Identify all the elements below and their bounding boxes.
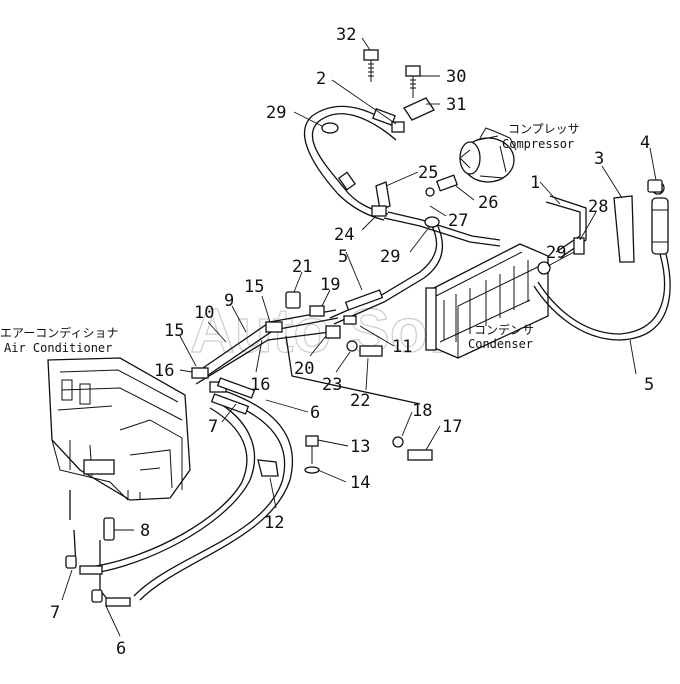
callout: 7 bbox=[50, 603, 60, 623]
callout: 6 bbox=[116, 639, 126, 659]
callout: 2 bbox=[316, 69, 326, 89]
compressor bbox=[459, 127, 517, 183]
label-air-conditioner-en: Air Conditioner bbox=[4, 341, 112, 355]
hoses-and-pipes bbox=[69, 105, 671, 601]
callout: 31 bbox=[446, 95, 466, 115]
callout: 18 bbox=[412, 401, 432, 421]
callout: 10 bbox=[194, 303, 214, 323]
label-condenser-jp: コンデンサ bbox=[474, 322, 534, 337]
leader-lines bbox=[61, 37, 657, 637]
callout: 7 bbox=[208, 417, 218, 437]
receiver-dryer bbox=[613, 181, 669, 263]
condenser bbox=[425, 243, 549, 359]
callout-numbers: 32 2 30 31 29 25 26 27 24 29 1 28 29 3 4… bbox=[50, 25, 654, 659]
callout: 11 bbox=[392, 337, 412, 357]
callout: 24 bbox=[334, 225, 354, 245]
callout: 29 bbox=[546, 243, 566, 263]
callout: 21 bbox=[292, 257, 312, 277]
callout: 5 bbox=[338, 247, 348, 267]
label-compressor-jp: コンプレッサ bbox=[508, 122, 580, 136]
label-compressor-en: Compressor bbox=[502, 137, 574, 151]
callout: 19 bbox=[320, 275, 340, 295]
callout: 29 bbox=[266, 103, 286, 123]
callout: 32 bbox=[336, 25, 356, 45]
callout: 17 bbox=[442, 417, 462, 437]
callout: 15 bbox=[164, 321, 184, 341]
callout: 14 bbox=[350, 473, 370, 493]
callout: 30 bbox=[446, 67, 466, 87]
callout: 13 bbox=[350, 437, 370, 457]
callout: 16 bbox=[154, 361, 174, 381]
callout: 3 bbox=[594, 149, 604, 169]
callout: 25 bbox=[418, 163, 438, 183]
callout: 9 bbox=[224, 291, 234, 311]
label-condenser-en: Condenser bbox=[468, 337, 533, 351]
callout: 20 bbox=[294, 359, 314, 379]
callout: 4 bbox=[640, 133, 650, 153]
callout: 8 bbox=[140, 521, 150, 541]
fittings bbox=[65, 49, 663, 607]
callout: 12 bbox=[264, 513, 284, 533]
air-conditioner-unit bbox=[47, 357, 191, 501]
callout: 1 bbox=[530, 173, 540, 193]
callout: 15 bbox=[244, 277, 264, 297]
callout: 29 bbox=[380, 247, 400, 267]
callout: 16 bbox=[250, 375, 270, 395]
label-air-conditioner-jp: エアーコンディショナ bbox=[0, 325, 118, 340]
callout: 22 bbox=[350, 391, 370, 411]
callout: 27 bbox=[448, 211, 468, 231]
callout: 5 bbox=[644, 375, 654, 395]
callout: 28 bbox=[588, 197, 608, 217]
callout: 26 bbox=[478, 193, 498, 213]
callout: 6 bbox=[310, 403, 320, 423]
component-labels: エアーコンディショナ Air Conditioner コンプレッサ Compre… bbox=[0, 122, 580, 355]
callout: 23 bbox=[322, 375, 342, 395]
